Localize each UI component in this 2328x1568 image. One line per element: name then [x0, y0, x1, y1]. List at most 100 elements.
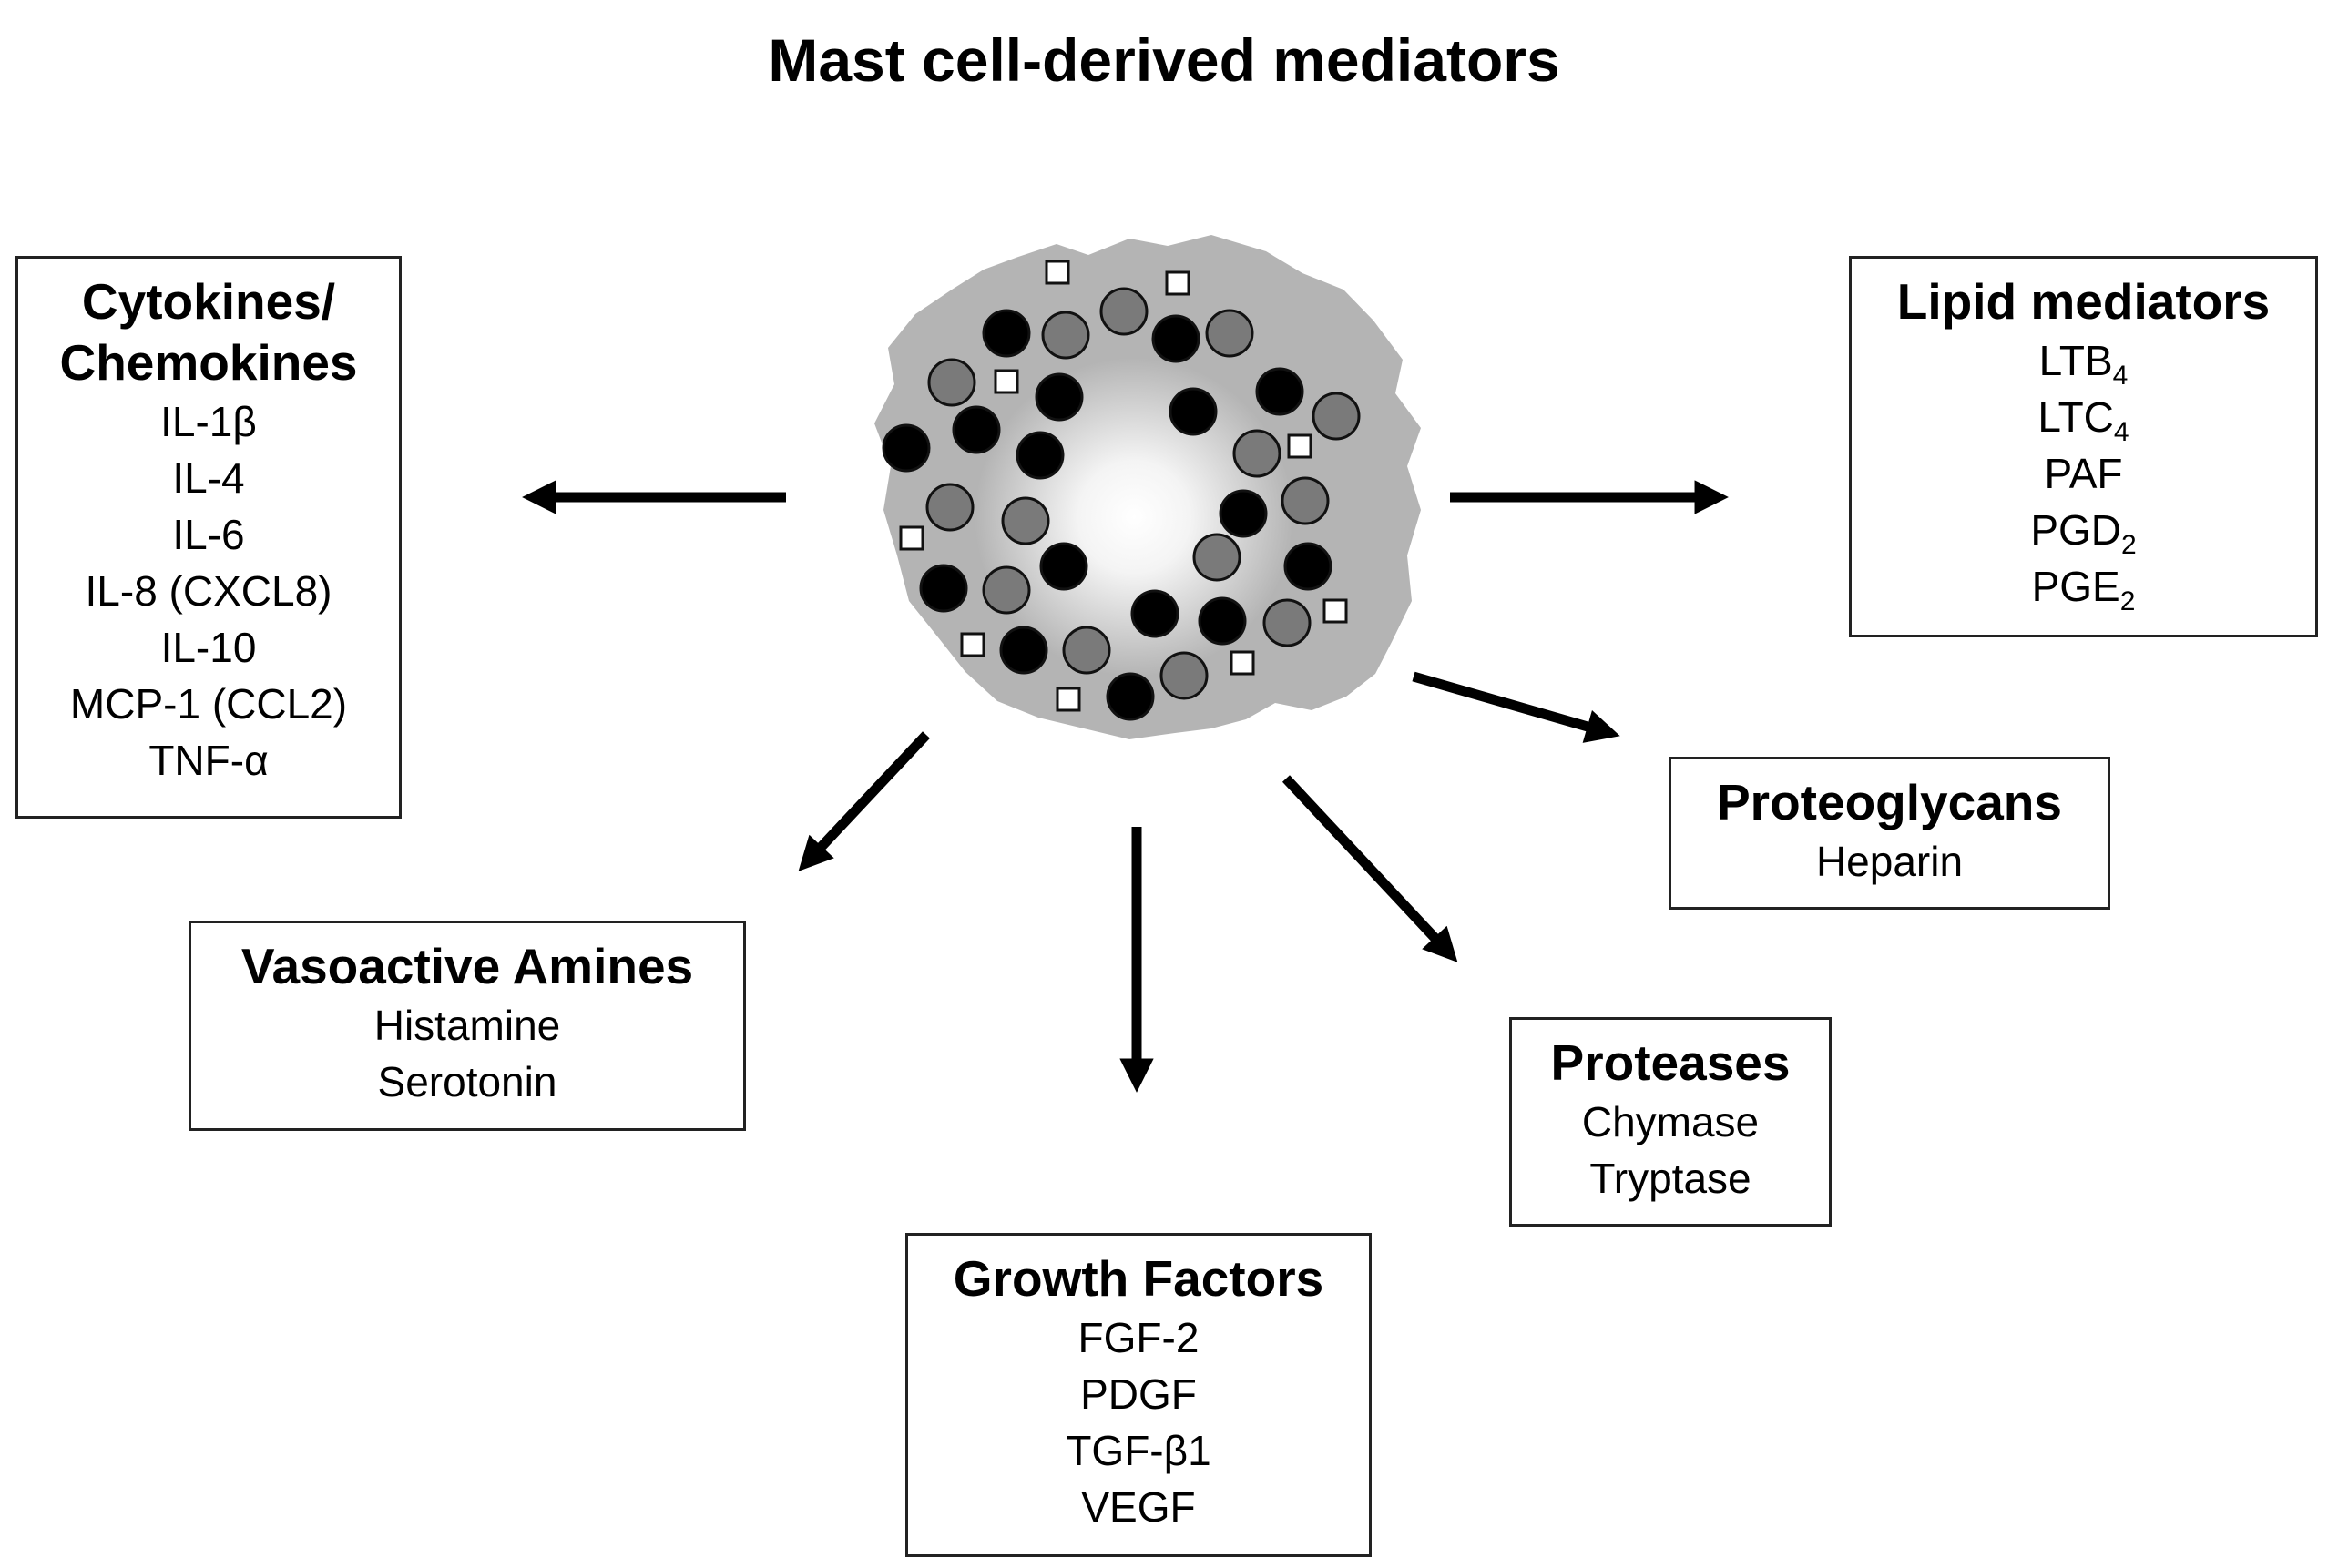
mediator-cytokines-0: IL-1β	[18, 393, 399, 450]
secretory-vesicle	[994, 369, 1019, 394]
heading-line-1: Proteases	[1550, 1034, 1791, 1091]
mediator-proteases-0: Chymase	[1512, 1094, 1829, 1150]
mediator-name: PGE	[2031, 563, 2120, 610]
mediator-subscript: 2	[2119, 586, 2136, 616]
dark-granule	[1039, 542, 1088, 591]
dark-granule	[1169, 387, 1218, 436]
dark-granule	[1219, 489, 1268, 538]
arrow-to-proteases	[1281, 775, 1458, 962]
mediator-cytokines-5: MCP-1 (CCL2)	[18, 676, 399, 732]
granule-group	[882, 260, 1361, 721]
dark-granule	[882, 423, 931, 473]
mediator-list: Heparin	[1671, 833, 2108, 890]
mediator-name: LTB	[2038, 337, 2113, 384]
mediator-name: VEGF	[1081, 1483, 1196, 1531]
mediator-name: PGD	[2030, 506, 2121, 554]
secretory-vesicle	[1322, 598, 1348, 624]
mediator-name: Heparin	[1815, 838, 1964, 885]
mediator-subscript: 4	[2112, 361, 2129, 391]
mediator-name: TGF-β1	[1066, 1427, 1211, 1474]
mediator-name: LTC	[2037, 393, 2114, 441]
gray-granule	[1192, 533, 1241, 582]
arrow-group	[522, 480, 1729, 1093]
gray-granule	[1312, 392, 1361, 441]
heading-line-1: Proteoglycans	[1716, 774, 2062, 830]
mediator-name: Chymase	[1581, 1098, 1760, 1145]
gray-granule	[982, 565, 1031, 615]
dark-granule	[1016, 431, 1065, 480]
dark-granule	[1198, 596, 1247, 646]
gray-granule	[1232, 429, 1281, 478]
mediator-growth-2: TGF-β1	[908, 1422, 1369, 1479]
mediator-name: PAF	[2044, 450, 2123, 497]
box-heading: Cytokines/ Chemokines	[18, 271, 399, 393]
mediator-growth-0: FGF-2	[908, 1309, 1369, 1366]
dark-granule	[1035, 372, 1084, 422]
mediator-subscript: 2	[2121, 530, 2137, 560]
arrow-to-proteoglycans	[1412, 671, 1620, 743]
dark-granule	[1283, 542, 1332, 591]
mediator-name: Serotonin	[377, 1058, 557, 1105]
mediator-proteases-1: Tryptase	[1512, 1150, 1829, 1207]
mediator-name: MCP-1 (CCL2)	[69, 680, 348, 728]
gray-granule	[927, 358, 976, 407]
dark-granule	[982, 309, 1031, 358]
arrow-to-vasoactive	[798, 731, 931, 871]
secretory-vesicle	[1056, 687, 1081, 712]
dark-granule	[952, 405, 1001, 454]
mediator-name: Histamine	[373, 1002, 561, 1049]
mediator-cytokines-4: IL-10	[18, 619, 399, 676]
heading-line-1: Cytokines/	[81, 273, 336, 330]
mediator-lipid-1: LTC4	[1852, 389, 2315, 447]
secretory-vesicle	[1165, 270, 1190, 296]
box-heading: Proteases	[1512, 1033, 1829, 1094]
mediator-proteoglycans-0: Heparin	[1671, 833, 2108, 890]
dark-granule	[1151, 314, 1200, 363]
mediator-vasoactive-0: Histamine	[191, 997, 743, 1054]
mediator-vasoactive-1: Serotonin	[191, 1054, 743, 1110]
gray-granule	[1281, 476, 1330, 525]
dark-granule	[1255, 367, 1304, 416]
box-heading: Lipid mediators	[1852, 271, 2315, 332]
dark-granule	[1130, 589, 1179, 638]
gray-granule	[1262, 598, 1312, 647]
mediator-name: IL-8 (CXCL8)	[85, 567, 332, 615]
mediator-lipid-3: PGD2	[1852, 502, 2315, 560]
heading-line-1: Growth Factors	[953, 1250, 1324, 1307]
gray-granule	[1001, 496, 1050, 545]
secretory-vesicle	[960, 632, 985, 657]
mediator-name: TNF-α	[148, 737, 269, 784]
gray-granule	[1205, 309, 1254, 358]
mediator-subscript: 4	[2113, 417, 2129, 447]
mediator-lipid-2: PAF	[1852, 445, 2315, 502]
mediator-lipid-4: PGE2	[1852, 558, 2315, 616]
dark-granule	[919, 564, 968, 613]
mediator-name: IL-10	[160, 624, 257, 671]
box-heading: Vasoactive Amines	[191, 936, 743, 997]
mediator-name: IL-6	[172, 511, 245, 558]
gray-granule	[1041, 311, 1090, 360]
heading-line-1: Lipid mediators	[1896, 273, 2271, 330]
mast-cell	[874, 235, 1421, 739]
mediator-cytokines-6: TNF-α	[18, 732, 399, 789]
secretory-vesicle	[899, 525, 924, 551]
mediator-growth-1: PDGF	[908, 1366, 1369, 1422]
mediator-cytokines-3: IL-8 (CXCL8)	[18, 563, 399, 619]
mediator-lipid-0: LTB4	[1852, 332, 2315, 391]
mediator-name: IL-1β	[160, 398, 257, 445]
box-heading: Growth Factors	[908, 1248, 1369, 1309]
gray-granule	[1159, 651, 1209, 700]
heading-line-2: Chemokines	[59, 334, 358, 391]
heading-line-1: Vasoactive Amines	[240, 938, 694, 994]
mediator-growth-3: VEGF	[908, 1479, 1369, 1535]
